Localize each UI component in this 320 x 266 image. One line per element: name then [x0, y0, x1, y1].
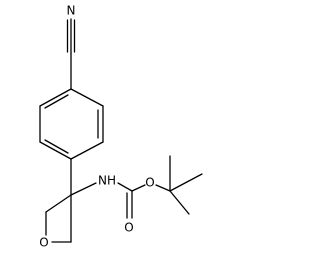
- nh-to-carbonyl-bond: [117, 182, 133, 192]
- carbonyl-double-bond: [126, 190, 133, 219]
- carbonyl-to-ester-o-bond: [131, 184, 146, 192]
- nitrile-nitrogen-label: N: [67, 4, 76, 18]
- oxetane-oxygen-label: O: [39, 236, 48, 250]
- ester-oxygen-label: O: [145, 176, 154, 190]
- chemical-structure: N NH O O O: [39, 4, 203, 250]
- carbonyl-oxygen-label: O: [124, 221, 133, 235]
- amine-nh-label: NH: [98, 174, 116, 188]
- ester-o-to-tbutyl-bond: [155, 184, 171, 192]
- tert-butyl-group: [169, 155, 203, 215]
- nitrile-triple-bond: [66, 18, 76, 54]
- benzene-ring: [39, 88, 104, 160]
- oxetane-ring: [45, 194, 72, 243]
- quaternary-to-nh-bond: [70, 182, 97, 196]
